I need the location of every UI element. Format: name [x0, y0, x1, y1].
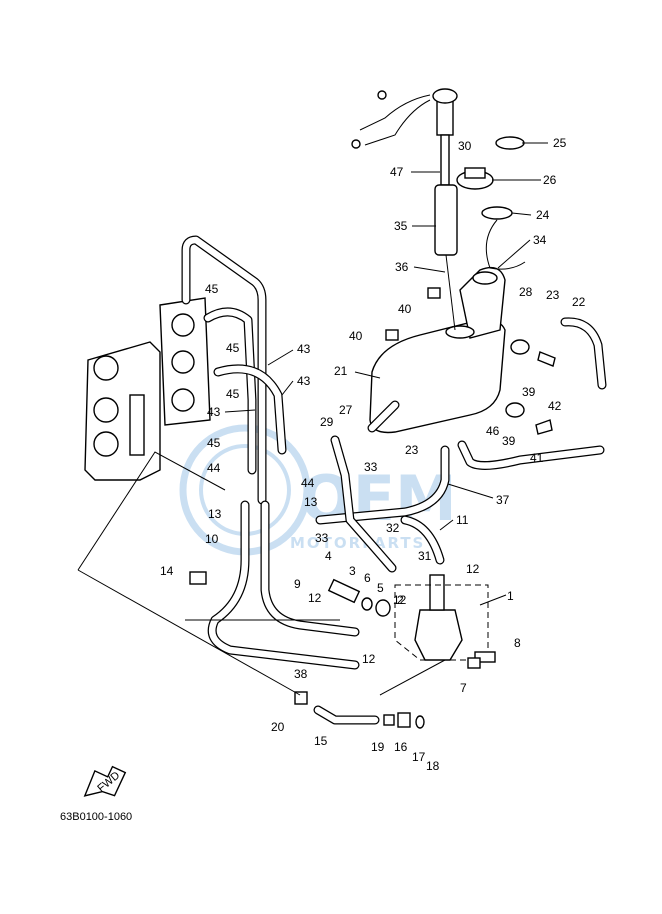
clip — [189, 571, 207, 585]
callout-label: 18 — [426, 759, 440, 773]
callouts: 1 2 3 4 5 6 7 8 9 10 11 12 12 12 12 13 1… — [160, 136, 586, 773]
o-ring — [375, 599, 391, 617]
bolt — [427, 287, 441, 299]
callout-label: 41 — [530, 451, 544, 465]
grommet — [510, 339, 530, 355]
callout-label: 4 — [325, 549, 332, 563]
callout-label: 45 — [207, 436, 221, 450]
callout-label: 43 — [207, 405, 221, 419]
callout-label: 17 — [412, 750, 426, 764]
callout-label: 36 — [395, 260, 409, 274]
hose-37 — [315, 440, 605, 525]
callout-label: 25 — [553, 136, 567, 150]
hose-43 — [181, 235, 287, 505]
callout-label: 45 — [226, 341, 240, 355]
callout-label: 27 — [339, 403, 353, 417]
callout-label: 44 — [207, 461, 221, 475]
callout-label: 6 — [364, 571, 371, 585]
callout-label: 2 — [397, 593, 404, 607]
watermark-sub: MOTORPARTS — [290, 534, 425, 552]
pipe-15 — [294, 691, 425, 729]
callout-label: 10 — [205, 532, 219, 546]
hose-27 — [367, 400, 400, 433]
callout-label: 12 — [393, 593, 407, 607]
oil-pump — [394, 574, 496, 669]
callout-label: 40 — [398, 302, 412, 316]
callout-label: 16 — [394, 740, 408, 754]
oil-gauge — [432, 88, 458, 331]
callout-label: 19 — [371, 740, 385, 754]
callout-label: 22 — [572, 295, 586, 309]
leader-lines — [224, 142, 548, 606]
bolt — [385, 329, 399, 341]
wire-harness — [351, 90, 431, 149]
callout-label: 31 — [418, 549, 432, 563]
cap-parts — [456, 136, 526, 270]
callout-label: 40 — [349, 329, 363, 343]
callout-label: 47 — [390, 165, 404, 179]
callout-label: 46 — [486, 424, 500, 438]
callout-label: 20 — [271, 720, 285, 734]
bolt — [537, 351, 556, 367]
callout-label: 39 — [502, 434, 516, 448]
callout-label: 21 — [334, 364, 348, 378]
washer — [361, 597, 373, 611]
callout-label: 30 — [458, 139, 472, 153]
callout-label: 35 — [394, 219, 408, 233]
hose-22 — [560, 317, 607, 390]
callout-label: 38 — [294, 667, 308, 681]
callout-label: 44 — [301, 476, 315, 490]
callout-label: 33 — [315, 531, 329, 545]
callout-label: 7 — [460, 681, 467, 695]
callout-label: 12 — [466, 562, 480, 576]
callout-label: 37 — [496, 493, 510, 507]
oil-tank — [369, 266, 506, 434]
hose-11 — [400, 515, 445, 565]
callout-label: 45 — [205, 282, 219, 296]
carburetor-assembly — [84, 297, 211, 481]
callout-label: 45 — [226, 387, 240, 401]
callout-label: 33 — [364, 460, 378, 474]
bolt — [535, 419, 553, 435]
callout-label: 29 — [320, 415, 334, 429]
fwd-arrow: FWD — [83, 765, 127, 797]
callout-label: 23 — [546, 288, 560, 302]
hose-33 — [330, 435, 397, 573]
callout-label: 26 — [543, 173, 557, 187]
callout-label: 42 — [548, 399, 562, 413]
callout-label: 24 — [536, 208, 550, 222]
callout-label: 13 — [304, 495, 318, 509]
callout-label: 23 — [405, 443, 419, 457]
callout-label: 11 — [456, 513, 469, 527]
callout-label: 28 — [519, 285, 533, 299]
callout-label: 34 — [533, 233, 547, 247]
drive-gear — [327, 578, 361, 604]
callout-label: 12 — [308, 591, 322, 605]
guide-lines — [77, 451, 446, 696]
callout-label: 8 — [514, 636, 521, 650]
callout-label: 43 — [297, 342, 311, 356]
callout-label: 1 — [507, 589, 514, 603]
callout-label: 14 — [160, 564, 174, 578]
callout-label: 12 — [362, 652, 376, 666]
callout-label: 15 — [314, 734, 328, 748]
callout-label: 39 — [522, 385, 536, 399]
callout-label: 13 — [208, 507, 222, 521]
callout-label: 5 — [377, 581, 384, 595]
callout-label: 43 — [297, 374, 311, 388]
callout-label: 9 — [294, 577, 301, 591]
grommet — [505, 402, 525, 418]
callout-label: 3 — [349, 564, 356, 578]
diagram-code: 63B0100-1060 — [60, 811, 132, 823]
callout-label: 32 — [386, 521, 400, 535]
